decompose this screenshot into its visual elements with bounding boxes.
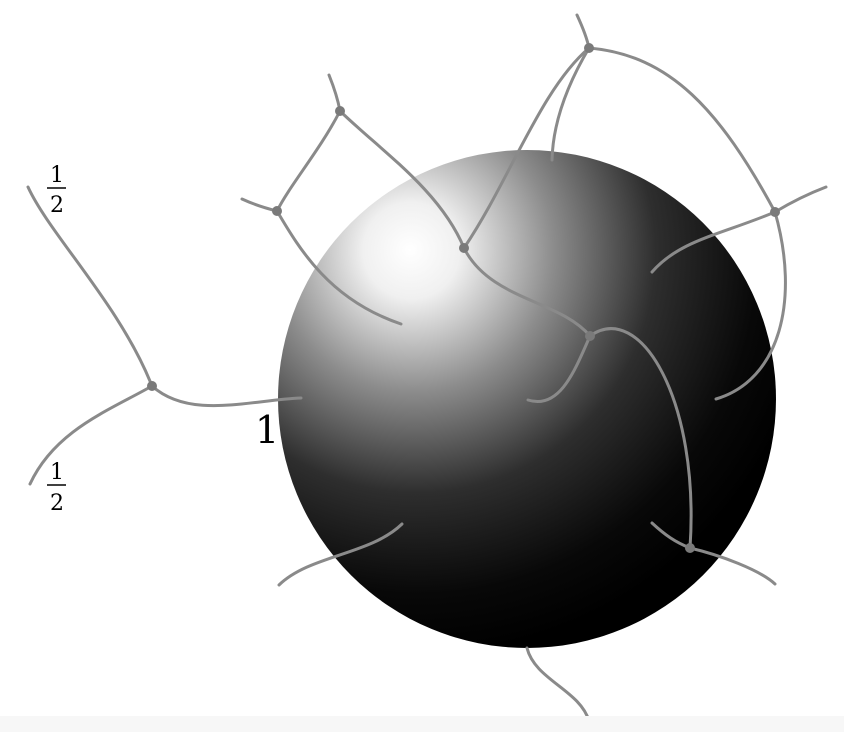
top-stub-edge [575,13,591,50]
lower-fraction-numerator: 1 [50,460,64,485]
inner-vertex-to-center-edge [462,246,592,338]
top-to-inner-edge [462,46,591,250]
lower-right-out-edge [688,546,777,586]
center-to-lower-right-edge [588,327,693,550]
left-branch-to-sphere-edge [150,384,303,408]
upper-fraction-label: 1 2 [47,163,66,218]
inner-vertex [459,243,469,253]
left-branch-upper-edge [26,185,154,388]
top-to-right-edge [587,46,777,214]
top-down-edge [550,46,591,162]
lower-fraction-denominator: 2 [50,491,64,516]
right-down-edge [714,210,787,401]
center-vertex [585,331,595,341]
right-stub-edge [773,185,828,214]
top-vertex [584,43,594,53]
right-vertex [770,207,780,217]
lower-left-stub-edge [277,522,404,587]
upper-left-cross-edge [275,109,342,213]
bottom-band [0,716,844,732]
right-to-sphere-edge [650,210,777,274]
lower-fraction-label: 1 2 [47,460,66,516]
lower-right-vertex [685,543,695,553]
center-to-lower-left-edge [526,334,592,404]
upper-left-vertex-b [272,206,282,216]
upper-fraction-denominator: 2 [50,193,64,218]
left-junction-vertex [147,381,157,391]
left-branch-lower-edge [28,384,154,486]
upper-left-vertex-a [335,106,345,116]
upper-left-into-sphere-edge [275,209,403,326]
upper-left-to-center-edge [338,109,466,250]
bottom-stub-edge [525,646,591,723]
upper-left-stub-left-edge [240,197,279,213]
upper-fraction-numerator: 1 [50,163,64,188]
upper-left-stub-edge [327,73,342,113]
sphere-label: 1 [255,408,279,452]
